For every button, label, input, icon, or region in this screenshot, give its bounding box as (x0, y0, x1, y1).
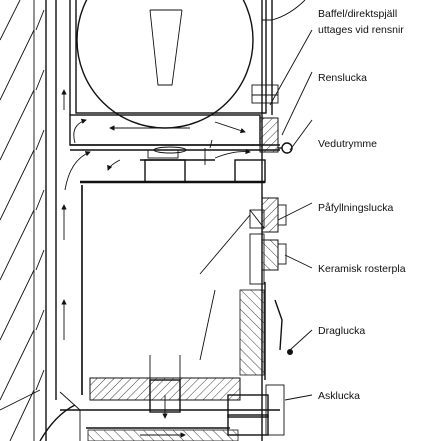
label-keramisk-rosterplatta: Keramisk rosterpla (318, 263, 406, 275)
label-draglucka: Draglucka (318, 325, 366, 337)
loading-door (249, 197, 287, 233)
heat-exchanger (75, 0, 267, 129)
label-pafyllningslucka: Påfyllningslucka (318, 202, 394, 214)
label-baffle-note: uttages vid rensnir (318, 24, 404, 36)
firebox-top (80, 159, 266, 184)
ash-pan (60, 377, 285, 436)
airflow-arrows (61, 89, 186, 438)
base (39, 391, 239, 441)
label-baffle: Baffel/direktspjäll (318, 8, 398, 20)
baffle-channel (69, 114, 280, 151)
leader-lines (0, 0, 313, 411)
draft-door (199, 289, 293, 376)
outer-wall (0, 0, 47, 441)
ceramic-grate (199, 214, 287, 285)
firebox (81, 185, 266, 395)
label-asklucka: Asklucka (318, 390, 361, 402)
air-channel (55, 0, 83, 400)
label-renslucka: Renslucka (318, 72, 368, 84)
cleaning-hatch (259, 117, 293, 154)
label-vedutrymme: Vedutrymme (318, 138, 377, 150)
